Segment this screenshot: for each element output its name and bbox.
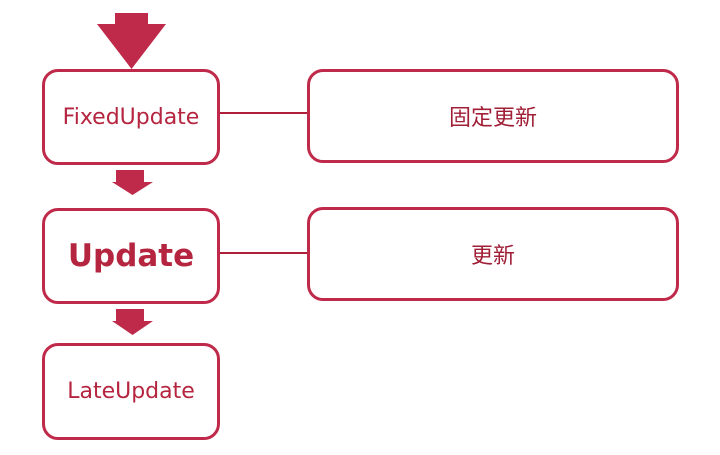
connector-line [220,252,308,254]
update-description: 更新 [470,244,515,269]
lateupdate-node: LateUpdate [42,343,220,440]
down-arrow-icon [112,309,153,335]
fixedupdate-node: FixedUpdate [42,69,220,165]
update-description-box: 更新 [307,207,679,301]
down-arrow-icon [112,170,153,195]
fixedupdate-label: FixedUpdate [62,104,200,130]
update-node: Update [42,208,220,304]
update-label: Update [67,238,195,274]
fixedupdate-description: 固定更新 [448,106,537,131]
lateupdate-label: LateUpdate [67,379,195,404]
entry-arrow-icon [97,13,166,69]
fixedupdate-description-box: 固定更新 [307,69,679,163]
connector-line [220,112,308,114]
